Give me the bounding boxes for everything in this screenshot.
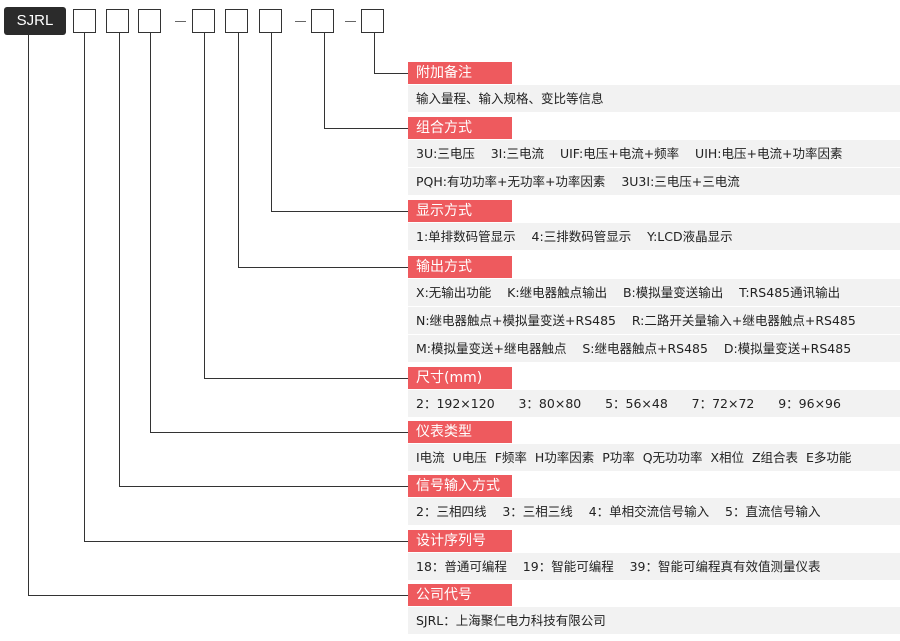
connector-vertical (204, 33, 205, 378)
option-row: I电流 U电压 F频率 H功率因素 P功率 Q无功功率 X相位 Z组合表 E多功… (408, 444, 900, 471)
option-row: N:继电器触点+模拟量变送+RS485 R:二路开关量输入+继电器触点+RS48… (408, 307, 900, 334)
code-slot-1 (73, 9, 96, 33)
code-slot-8 (361, 9, 384, 33)
connector-horizontal (238, 267, 408, 268)
connector-vertical (119, 33, 120, 486)
connector-horizontal (84, 541, 408, 542)
section-title: 输出方式 (408, 256, 512, 278)
code-separator-dash (175, 21, 186, 22)
connector-horizontal (271, 211, 408, 212)
connector-vertical (84, 33, 85, 541)
option-row: 3U:三电压 3I:三电流 UIF:电压+电流+频率 UIH:电压+电流+功率因… (408, 140, 900, 167)
connector-vertical (238, 33, 239, 267)
option-row: 2：192×120 3：80×80 5：56×48 7：72×72 9：96×9… (408, 390, 900, 417)
code-slot-2 (106, 9, 129, 33)
section-title: 公司代号 (408, 584, 512, 606)
section-title: 尺寸(mm) (408, 367, 512, 389)
code-slot-6 (259, 9, 282, 33)
code-slot-7 (311, 9, 334, 33)
connector-horizontal (119, 486, 408, 487)
section-title: 显示方式 (408, 200, 512, 222)
section-title: 信号输入方式 (408, 475, 512, 497)
code-slot-5 (225, 9, 248, 33)
option-row: 2：三相四线 3：三相三线 4：单相交流信号输入 5：直流信号输入 (408, 498, 900, 525)
option-row: X:无输出功能 K:继电器触点输出 B:模拟量变送输出 T:RS485通讯输出 (408, 279, 900, 306)
connector-horizontal (324, 128, 408, 129)
section-title: 仪表类型 (408, 421, 512, 443)
code-slot-3 (138, 9, 161, 33)
connector-vertical (324, 33, 325, 128)
connector-vertical (150, 33, 151, 432)
connector-vertical (374, 33, 375, 73)
connector-horizontal (150, 432, 408, 433)
connector-vertical (271, 33, 272, 211)
option-row: 1:单排数码管显示 4:三排数码管显示 Y:LCD液晶显示 (408, 223, 900, 250)
section-title: 组合方式 (408, 117, 512, 139)
section-title: 设计序列号 (408, 530, 512, 552)
option-row: M:模拟量变送+继电器触点 S:继电器触点+RS485 D:模拟量变送+RS48… (408, 335, 900, 362)
option-row: PQH:有功功率+无功率+功率因素 3U3I:三电压+三电流 (408, 168, 900, 195)
code-slot-4 (192, 9, 215, 33)
model-prefix-label: SJRL (4, 7, 66, 35)
option-row: 输入量程、输入规格、变比等信息 (408, 85, 900, 112)
option-row: SJRL：上海聚仁电力科技有限公司 (408, 607, 900, 634)
option-row: 18：普通可编程 19：智能可编程 39：智能可编程真有效值测量仪表 (408, 553, 900, 580)
section-title: 附加备注 (408, 62, 512, 84)
connector-horizontal (204, 378, 408, 379)
connector-horizontal (28, 595, 408, 596)
connector-horizontal (374, 73, 408, 74)
code-separator-dash (295, 21, 306, 22)
connector-vertical (28, 35, 29, 595)
code-separator-dash (345, 21, 356, 22)
